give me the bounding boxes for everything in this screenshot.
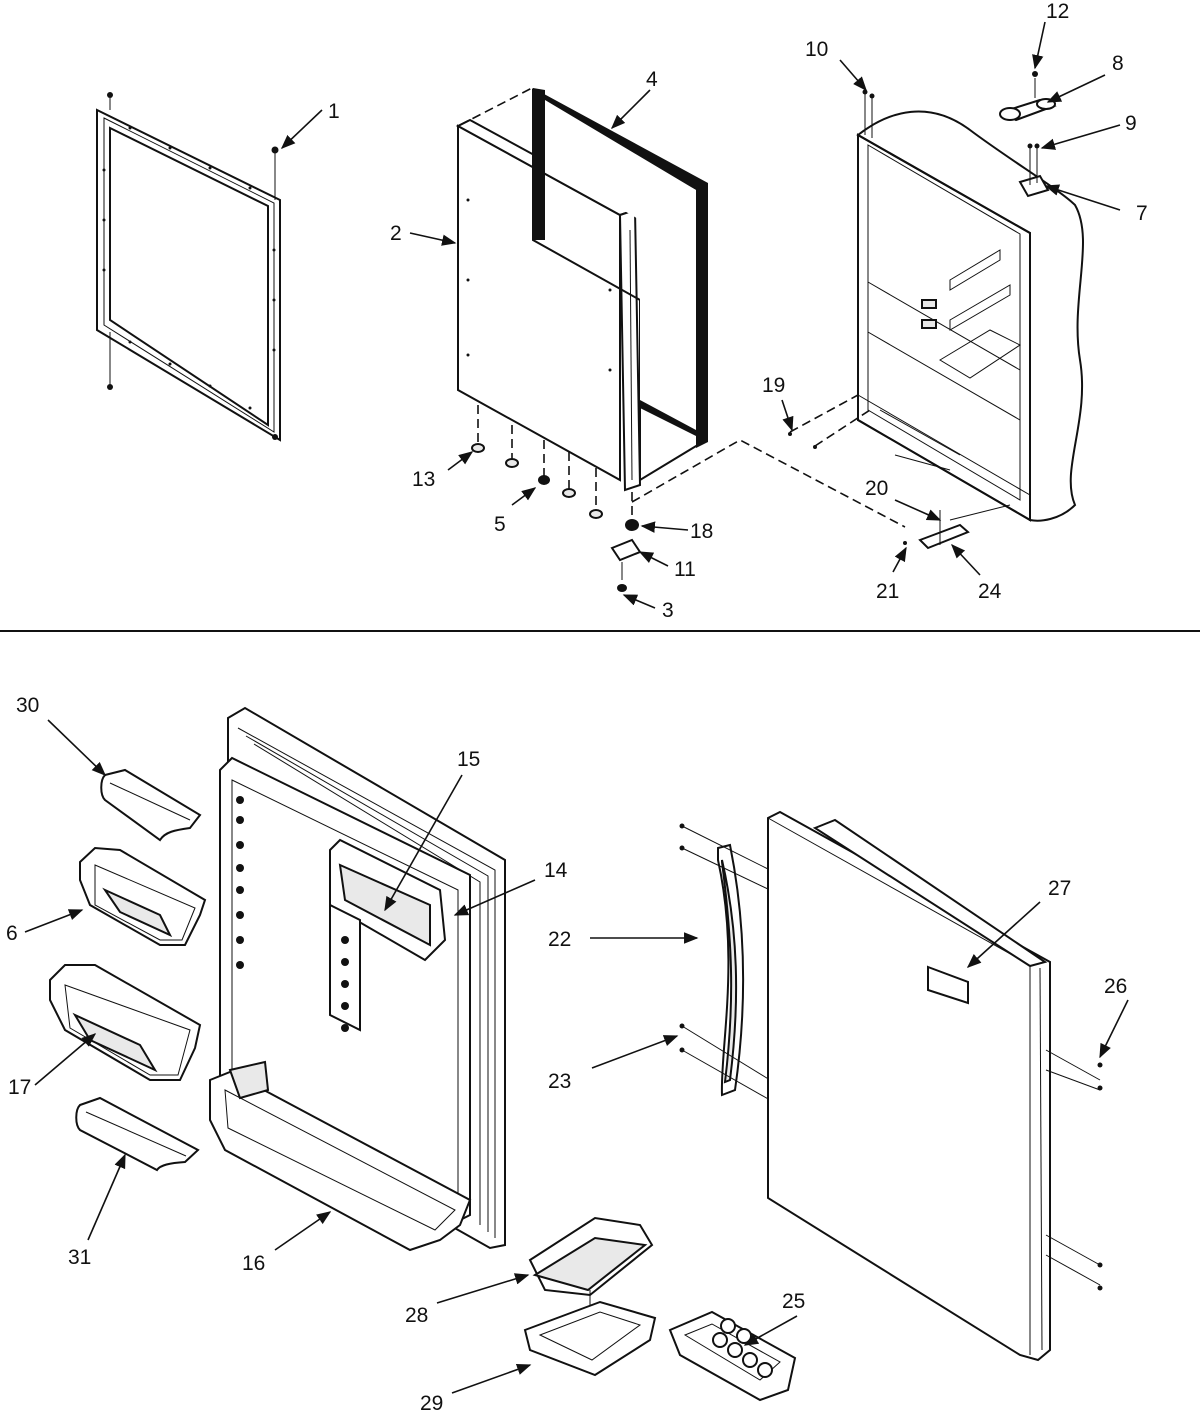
callout-26: 26: [1104, 975, 1127, 998]
callout-19: 19: [762, 374, 785, 397]
callout-29: 29: [420, 1392, 443, 1415]
cabinet-bottom-hinge: [903, 504, 1011, 550]
callout-21: 21: [876, 580, 899, 603]
callout-8: 8: [1112, 52, 1124, 75]
part-gasket-4: [459, 87, 708, 482]
part-handle-22: [679, 823, 771, 1101]
part-door-liner-16: [209, 706, 506, 1252]
part-shelf-cover-31: [75, 1096, 200, 1172]
callout-12: 12: [1046, 0, 1069, 23]
callout-15: 15: [457, 748, 480, 771]
callout-3: 3: [662, 599, 674, 622]
callout-14: 14: [544, 859, 568, 882]
callout-18: 18: [690, 520, 713, 543]
callout-27: 27: [1048, 877, 1071, 900]
door-bottom-hardware: [471, 405, 603, 519]
callout-20: 20: [865, 477, 888, 500]
callout-11: 11: [674, 558, 696, 581]
callout-30: 30: [16, 694, 39, 717]
callout-7: 7: [1136, 202, 1148, 225]
callout-4: 4: [646, 68, 658, 91]
callout-9: 9: [1125, 112, 1137, 135]
part-door-panel-2: [455, 118, 642, 492]
bottom-hinge-parts: [610, 492, 642, 592]
callout-1: 1: [328, 100, 340, 123]
part-door-bin-17: [49, 964, 202, 1081]
callout-13: 13: [412, 468, 435, 491]
callout-5: 5: [494, 513, 506, 536]
part-shelf-cover-30: [100, 768, 202, 842]
callout-31: 31: [68, 1246, 91, 1269]
callout-28: 28: [405, 1304, 428, 1327]
part-cabinet: [788, 110, 1085, 522]
leader-arrows: [24, 21, 1129, 1394]
part-frame-1: [96, 92, 281, 442]
part-egg-tray-25: [668, 1310, 797, 1402]
callout-labels: 1 2 3 4 5 6 7 8 9 10 11 12 13 14 15 16 1…: [6, 0, 1148, 1415]
callout-2: 2: [390, 222, 402, 245]
callout-10: 10: [805, 38, 828, 61]
part-butter-tray-29: [523, 1300, 657, 1377]
callout-25: 25: [782, 1290, 805, 1313]
callout-16: 16: [242, 1252, 265, 1275]
callout-6: 6: [6, 922, 18, 945]
callout-24: 24: [978, 580, 1002, 603]
top-hinge-parts: [862, 71, 1057, 198]
callout-22: 22: [548, 928, 571, 951]
part-door-bin-6: [79, 846, 207, 946]
callout-23: 23: [548, 1070, 571, 1093]
part-freezer-door-27: [767, 810, 1103, 1362]
callout-17: 17: [8, 1076, 31, 1099]
part-butter-cover-28: [528, 1216, 654, 1345]
